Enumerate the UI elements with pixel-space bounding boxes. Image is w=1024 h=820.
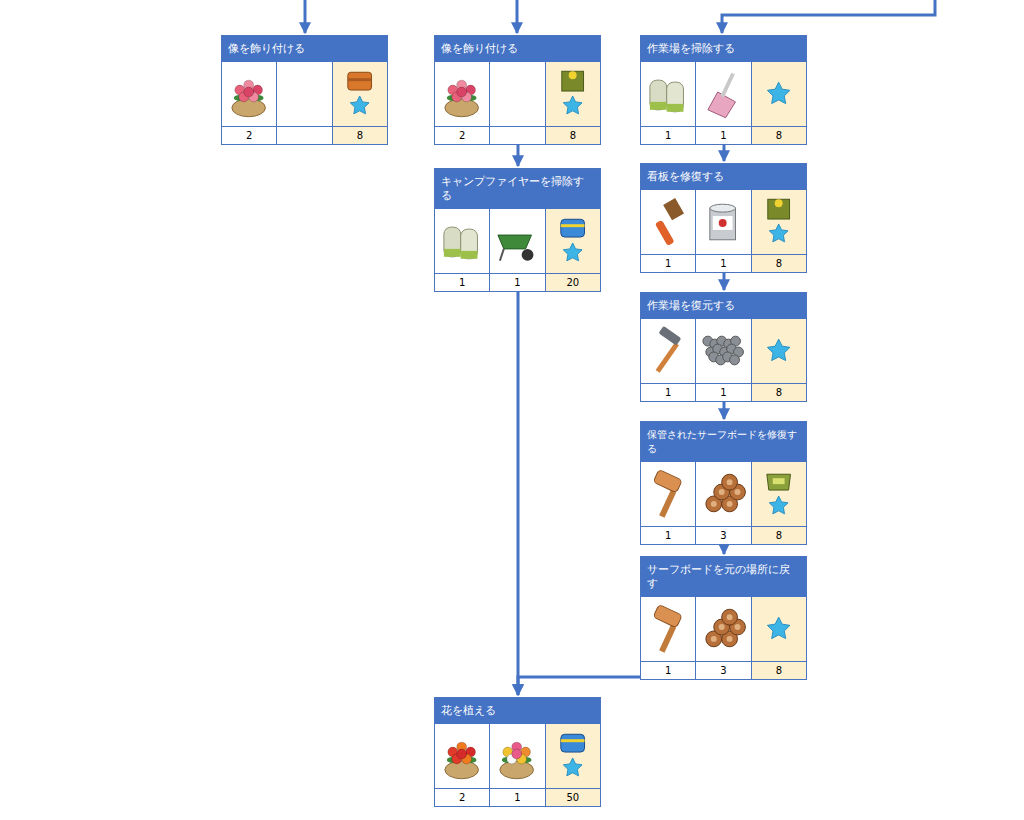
quantity: 3 xyxy=(696,661,750,679)
flow-arrow xyxy=(517,145,520,166)
task-title: 花を植える xyxy=(435,698,600,724)
quantity: 2 xyxy=(435,126,489,144)
quantity: 1 xyxy=(641,126,695,144)
quantity: 8 xyxy=(752,526,806,544)
item-icon xyxy=(490,724,544,788)
quantity: 3 xyxy=(696,526,750,544)
quantity: 8 xyxy=(752,126,806,144)
task-box: サーフボードを元の場所に戻す 138 xyxy=(640,556,807,680)
task-box: キャンプファイヤーを掃除する1120 xyxy=(434,168,601,292)
incoming-line xyxy=(722,0,935,33)
task-title: キャンプファイヤーを掃除する xyxy=(435,169,600,209)
item-icon xyxy=(641,597,695,661)
task-title: サーフボードを元の場所に戻す xyxy=(641,557,806,597)
item-icon xyxy=(435,62,489,126)
item-icon xyxy=(752,597,806,661)
item-icon xyxy=(696,462,750,526)
task-title: 作業場を掃除する xyxy=(641,36,806,62)
item-icon xyxy=(435,209,489,273)
quantity: 8 xyxy=(752,661,806,679)
item-icon xyxy=(641,190,695,254)
quantity: 2 xyxy=(222,126,276,144)
task-title: 像を飾り付ける xyxy=(222,36,387,62)
task-box: 像を飾り付ける 2 8 xyxy=(434,35,601,145)
incoming-line xyxy=(304,0,307,33)
quantity: 1 xyxy=(490,273,544,291)
flow-arrow xyxy=(723,273,726,290)
quantity: 1 xyxy=(641,254,695,272)
item-icon xyxy=(546,62,600,126)
task-box: 保管されたサーフボードを修復する 138 xyxy=(640,421,807,545)
flow-arrow xyxy=(723,402,726,419)
item-icon xyxy=(490,209,544,273)
incoming-line xyxy=(516,0,519,33)
task-box: 作業場を掃除する118 xyxy=(640,35,807,145)
item-icon xyxy=(641,319,695,383)
quantity: 20 xyxy=(546,273,600,291)
item-icon xyxy=(752,462,806,526)
item-icon xyxy=(752,190,806,254)
quantity: 1 xyxy=(490,788,544,806)
task-box: 看板を修復する118 xyxy=(640,163,807,273)
item-icon xyxy=(752,62,806,126)
task-title: 作業場を復元する xyxy=(641,293,806,319)
item-icon xyxy=(546,209,600,273)
item-icon xyxy=(222,62,276,126)
quantity: 8 xyxy=(752,383,806,401)
flow-arrow xyxy=(517,292,520,695)
quantity: 1 xyxy=(435,273,489,291)
task-title: 像を飾り付ける xyxy=(435,36,600,62)
quantity: 8 xyxy=(752,254,806,272)
quantity: 1 xyxy=(641,526,695,544)
quantity: 1 xyxy=(696,254,750,272)
item-icon xyxy=(696,190,750,254)
item-icon xyxy=(641,62,695,126)
task-box: 像を飾り付ける 2 8 xyxy=(221,35,388,145)
quantity: 1 xyxy=(696,383,750,401)
quantity: 8 xyxy=(333,126,387,144)
item-icon xyxy=(696,62,750,126)
item-icon xyxy=(546,724,600,788)
item-icon xyxy=(333,62,387,126)
quantity: 50 xyxy=(546,788,600,806)
quantity: 2 xyxy=(435,788,489,806)
task-box: 作業場を復元する118 xyxy=(640,292,807,402)
task-title: 看板を修復する xyxy=(641,164,806,190)
item-icon xyxy=(696,597,750,661)
quantity: 1 xyxy=(696,126,750,144)
item-icon xyxy=(696,319,750,383)
quantity: 1 xyxy=(641,661,695,679)
quantity: 1 xyxy=(641,383,695,401)
flow-arrow xyxy=(723,545,726,554)
item-icon xyxy=(752,319,806,383)
item-icon xyxy=(641,462,695,526)
item-icon xyxy=(435,724,489,788)
task-title: 保管されたサーフボードを修復する xyxy=(641,422,806,462)
quantity: 8 xyxy=(546,126,600,144)
task-box: 花を植える 2150 xyxy=(434,697,601,807)
flow-arrow xyxy=(723,145,726,161)
